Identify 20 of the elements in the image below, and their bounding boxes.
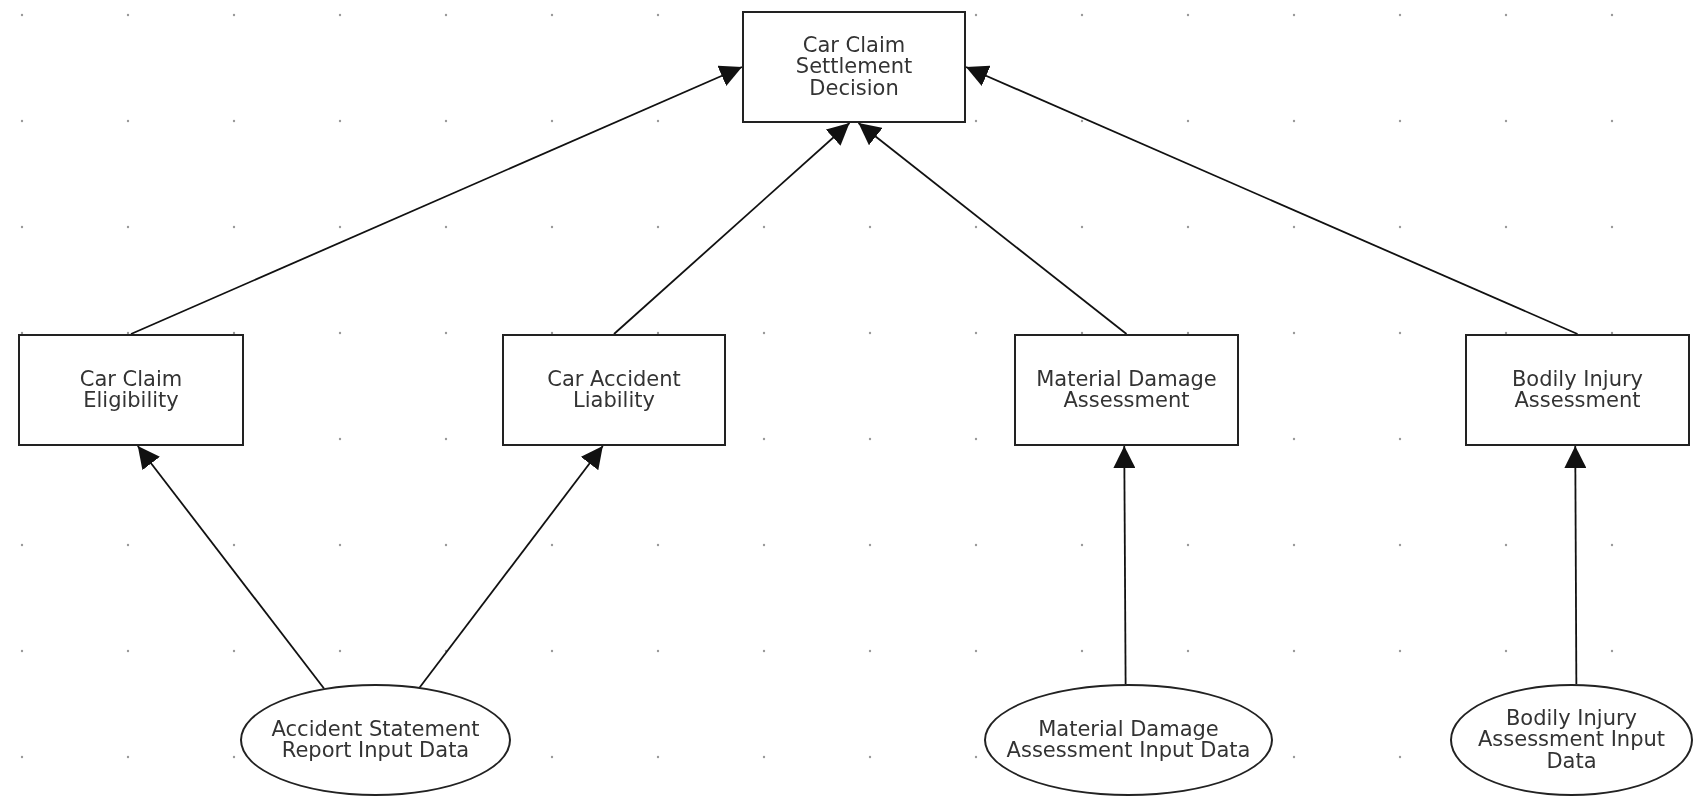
arrow — [613, 122, 851, 335]
node-label: Car Accident Liability — [546, 368, 682, 412]
arrow — [857, 122, 1128, 335]
decision-box — [1014, 334, 1239, 446]
node-label: Car Claim Eligibility — [78, 368, 184, 412]
node-label: Bodily Injury Assessment Input Data — [1477, 707, 1666, 773]
arrow — [1564, 445, 1587, 685]
node-label: Material Damage Assessment — [1035, 368, 1218, 412]
arrow — [965, 65, 1579, 335]
arrow — [136, 445, 325, 690]
node-label: Material Damage Assessment Input Data — [1005, 718, 1252, 762]
node-label: Bodily Injury Assessment — [1510, 368, 1645, 412]
decision-box — [502, 334, 726, 446]
arrow — [130, 65, 743, 335]
arrow — [1113, 445, 1136, 685]
decision-box — [18, 334, 244, 446]
decision-box — [1465, 334, 1690, 446]
node-label: Car Claim Settlement Decision — [794, 34, 914, 100]
decision-box — [742, 11, 966, 123]
node-label: Accident Statement Report Input Data — [270, 718, 481, 762]
